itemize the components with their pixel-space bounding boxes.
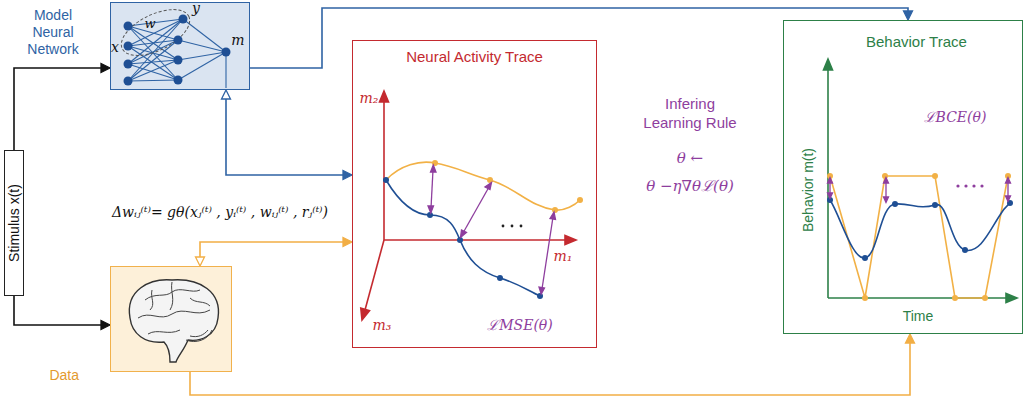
neuron-label: m: [231, 32, 244, 49]
arrow-head: [196, 257, 205, 266]
arrow-head: [343, 238, 352, 247]
trace-panel: Neural Activity Trace: [352, 40, 597, 348]
trace-panel: Behavior Trace: [783, 20, 1023, 334]
loss-label: ℒMSE(θ): [487, 317, 553, 334]
connector: [200, 242, 344, 258]
axis-title: Behavior m(t): [800, 148, 817, 232]
node-heading: Behavior Trace: [866, 33, 967, 51]
weight-label: w: [144, 16, 155, 32]
axis-label: m₁: [554, 248, 573, 265]
arrow-head: [906, 334, 915, 343]
node-heading: Model Neural Network: [17, 7, 89, 58]
connector: [14, 296, 102, 325]
arrow-head: [222, 90, 231, 99]
connector: [14, 68, 102, 150]
node-heading: Data: [49, 367, 79, 384]
axis-label: m₃: [373, 317, 392, 334]
arrow-head: [101, 321, 110, 330]
update-equation: Δwᵢⱼ⁽ᵗ⁾= gθ(xⱼ⁽ᵗ⁾ , yᵢ⁽ᵗ⁾ , wᵢⱼ⁽ᵗ⁾ , rⱼ⁽…: [112, 204, 328, 221]
arrow-head: [904, 11, 913, 20]
node-heading: Stimulus x(t): [6, 184, 22, 262]
loss-label: ℒBCE(θ): [924, 109, 987, 126]
network-box: Model Neural Network: [110, 2, 250, 90]
update-rule: θ −η∇θℒ(θ): [646, 177, 734, 195]
axis-title: Time: [903, 308, 934, 325]
arrow-head: [101, 64, 110, 73]
connector: [190, 342, 910, 395]
connector: [226, 98, 344, 175]
method-label: Infering Learning Rule: [635, 94, 745, 132]
node-heading: Neural Activity Trace: [353, 48, 596, 66]
stimulus-box: Stimulus x(t): [4, 150, 24, 296]
update-rule: θ ←: [677, 149, 703, 167]
axis-label: m₂: [360, 90, 379, 107]
arrow-head: [343, 171, 352, 180]
neuron-label: y: [192, 0, 200, 16]
neuron-label: x: [111, 39, 119, 56]
data-box: Data: [110, 266, 232, 372]
